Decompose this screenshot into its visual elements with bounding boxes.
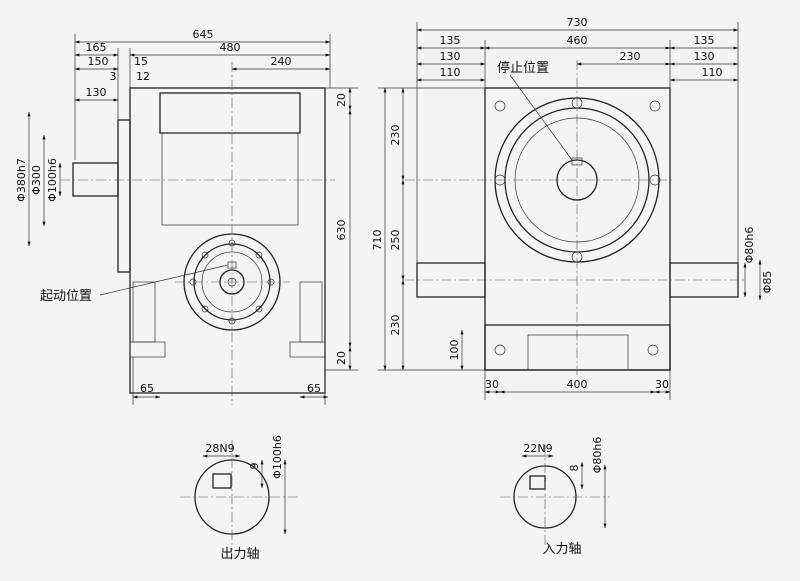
start-position-leader: [99, 264, 229, 296]
dial-bolt-hole: [201, 305, 209, 313]
dim-730: 730: [567, 16, 588, 29]
front-top-recess: [159, 92, 301, 134]
stop-position-leader: [509, 74, 573, 161]
dim-dia-85: Φ85: [761, 271, 774, 294]
dim-100: 100: [448, 340, 461, 361]
dim-460: 460: [567, 34, 588, 47]
dim-30-right: 30: [655, 378, 669, 391]
side-corner-hole: [649, 100, 661, 112]
dim-130-right: 130: [694, 50, 715, 63]
dim-630: 630: [335, 220, 348, 241]
input-keyway: [529, 475, 546, 490]
dim-480: 480: [220, 41, 241, 54]
dial-bolt-hole: [255, 251, 263, 259]
front-foot-left: [132, 281, 156, 343]
input-keyway-size: 22N9: [523, 442, 552, 455]
dim-150: 150: [88, 55, 109, 68]
input-shaft-diameter: Φ80h6: [591, 437, 604, 474]
front-cover-panel: [161, 132, 299, 226]
dim-130-left: 130: [440, 50, 461, 63]
dim-dia-100: Φ100h6: [46, 158, 59, 202]
side-foot-hole: [647, 344, 659, 356]
dim-3: 3: [110, 70, 117, 83]
dim-645: 645: [193, 28, 214, 41]
output-shaft-section: 28N9 9 Φ100h6 出力轴: [180, 435, 300, 562]
dial-bolt-hole: [201, 251, 209, 259]
dim-130: 130: [86, 86, 107, 99]
dim-135-right: 135: [694, 34, 715, 47]
dim-12: 12: [136, 70, 150, 83]
dim-110-right: 110: [702, 66, 723, 79]
dim-30-left: 30: [485, 378, 499, 391]
dim-400: 400: [567, 378, 588, 391]
side-view: 730 135 460 135 130 230 130 110 110 30 4…: [371, 16, 774, 400]
output-shaft-diameter: Φ100h6: [271, 435, 284, 479]
output-keyway-size: 28N9: [205, 442, 234, 455]
dim-240: 240: [271, 55, 292, 68]
input-keyway-depth: 8: [568, 465, 581, 472]
output-keyway-depth: 9: [248, 463, 261, 470]
start-position-label: 起动位置: [40, 289, 92, 304]
front-view: 645 165 480 150 240 15 3 12 130 65 65 20…: [15, 28, 358, 405]
dim-dia-80: Φ80h6: [743, 227, 756, 264]
front-output-shaft: [72, 162, 119, 197]
dim-135-left: 135: [440, 34, 461, 47]
dim-dia-300: Φ300: [30, 165, 43, 195]
dim-65-right: 65: [307, 382, 321, 395]
dim-230-lower: 230: [389, 315, 402, 336]
dim-250: 250: [389, 230, 402, 251]
side-base: [484, 324, 671, 371]
side-foot-hole: [494, 344, 506, 356]
dim-dia-380: Φ380h7: [15, 158, 28, 202]
dim-20-bottom: 20: [335, 351, 348, 365]
dim-20-top: 20: [335, 93, 348, 107]
dim-230: 230: [620, 50, 641, 63]
front-flange-plate: [117, 119, 131, 273]
input-shaft-section: 22N9 8 Φ80h6 入力轴: [500, 437, 610, 557]
dim-230-upper: 230: [389, 125, 402, 146]
side-corner-hole: [494, 100, 506, 112]
output-keyway: [212, 473, 232, 489]
dim-710: 710: [371, 230, 384, 251]
front-body-outline: [129, 87, 326, 394]
front-foot-right: [299, 281, 323, 343]
front-base-left: [129, 341, 166, 358]
front-base-right: [289, 341, 326, 358]
stop-position-label: 停止位置: [497, 60, 549, 76]
dim-65-left: 65: [140, 382, 154, 395]
dim-15: 15: [134, 55, 148, 68]
input-shaft-caption: 入力轴: [542, 542, 581, 557]
dim-110-left: 110: [440, 66, 461, 79]
dial-bolt-hole: [255, 305, 263, 313]
side-base-recess: [527, 334, 629, 371]
output-shaft-caption: 出力轴: [220, 547, 259, 562]
dim-165: 165: [86, 41, 107, 54]
